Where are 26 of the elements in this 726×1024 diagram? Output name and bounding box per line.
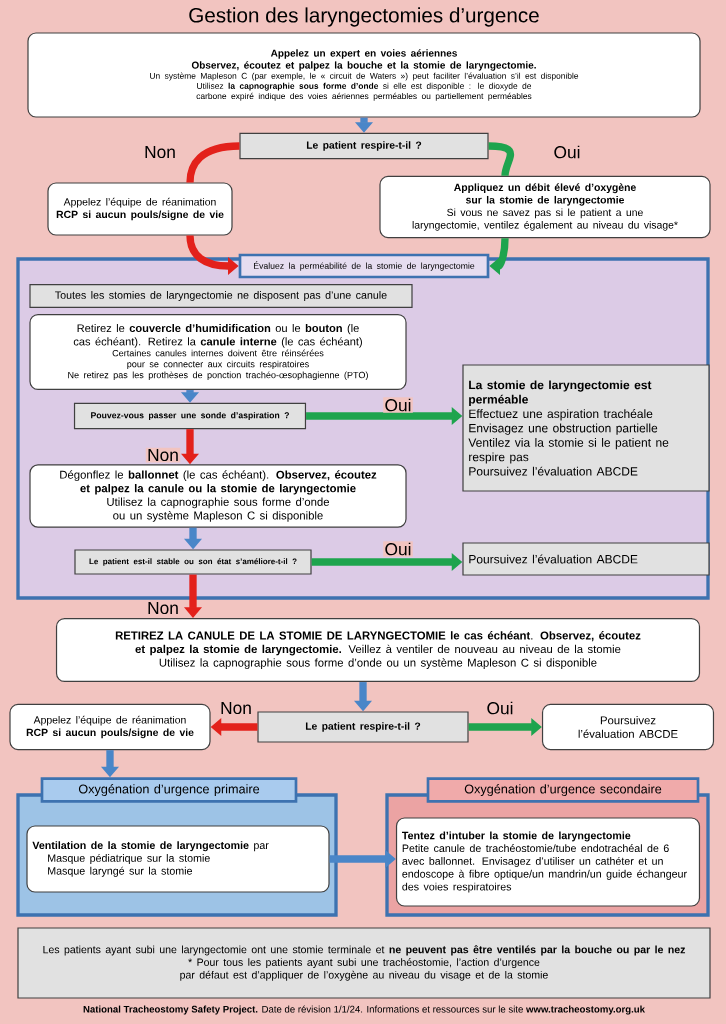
edge-label: Oui [383,541,413,557]
step-box: Appelez un expert en voies aériennes Observez, écoutez et palpez la bouche et la stomie de laryngectomie. Un système Mapleson C (par exemple, le « circuit de Waters ») peut faciliter l’évaluation s’il est disponible Utilisez la capnographie sous forme d’onde si elle est disponible : le dioxyde de carbone expiré indique des voies aériennes perméables ou partiellement perméables [27,32,701,118]
step-box: Appelez l’équipe de réanimation RCP si aucun pouls/signe de vie [47,182,233,236]
step-box: Tentez d’intuber la stomie de laryngectomie Petite canule de trachéostomie/tube endotrachéal de 6 avec ballonnet. Envisagez d’utiliser un cathéter et un endoscope à fibre optique/un mandrin/un guide échangeur des voies respiratoires [395,817,701,907]
info-box: Pouvez-vous passer une sonde d’aspiration ? [73,402,307,430]
step-box: RETIREZ LA CANULE DE LA STOMIE DE LARYNGECTOMIE le cas échéant. Observez, écoutez et palpez la stomie de laryngectomie. Veillez à ventiler de nouveau au niveau de la stomie Utilisez la capnographie sous forme d’onde ou un système Mapleson C si disponible [55,617,701,683]
info-box: Le patient respire-t-il ? [239,132,489,160]
info-box: Les patients ayant subi une laryngectomie ont une stomie terminale et ne peuvent pas être ventilés par la bouche ou par le nez * Pour tous les patients ayant subi une trachéostomie, l’action d’urgence par défaut est d’appliquer de l’oxygène au niveau du visage et de la stomie [17,927,711,999]
step-box: Appelez l’équipe de réanimation RCP si aucun pouls/signe de vie [9,703,211,751]
heading-box: Évaluez la perméabilité de la stomie de laryngectomie [238,253,490,279]
info-box: Poursuivez l’évaluation ABCDE [462,542,710,576]
edge-label: Oui [383,397,413,413]
heading-box: Oxygénation d’urgence primaire [40,777,298,803]
info-box: Le patient est-il stable ou son état s’améliore-t-il ? [74,549,312,575]
edge-label: Oui [485,700,515,716]
step-box: Dégonflez le ballonnet (le cas échéant). Observez, écoutez et palpez la canule ou la stomie de laryngectomie Utilisez la capnographie sous forme d’onde ou un système Mapleson C si disponible [29,464,407,528]
title: Gestion des laryngectomies d’urgence [189,7,539,27]
info-box: Le patient respire-t-il ? [257,711,469,743]
info-box: La stomie de laryngectomie est perméable Effectuez une aspiration trachéale Envisagez une obstruction partielle Ventilez via la stomie si le patient ne respire pas Poursuivez l’évaluation ABCDE [462,364,710,492]
step-box: Ventilation de la stomie de laryngectomie par Masque pédiatrique sur la stomie Masque laryngé sur la stomie [26,825,330,893]
step-box: Retirez le couvercle d’humidification ou le bouton (le cas échéant). Retirez la canule interne (le cas échéant) Certaines canules internes doivent être réinsérées pour se connecter aux circuits respiratoires Ne retirez pas les prothèses de ponction trachéo-œsophagienne (PTO) [29,313,407,391]
step-box: Appliquez un débit élevé d’oxygène sur la stomie de laryngectomie Si vous ne savez pas si le patient a une laryngectomie, ventilez également au niveau du visage* [379,175,711,239]
info-box: Toutes les stomies de laryngectomie ne disposent pas d’une canule [29,283,413,309]
edge-label: Oui [552,144,582,160]
heading-box: Oxygénation d’urgence secondaire [426,777,700,803]
step-box: Poursuivez l’évaluation ABCDE [541,703,715,751]
